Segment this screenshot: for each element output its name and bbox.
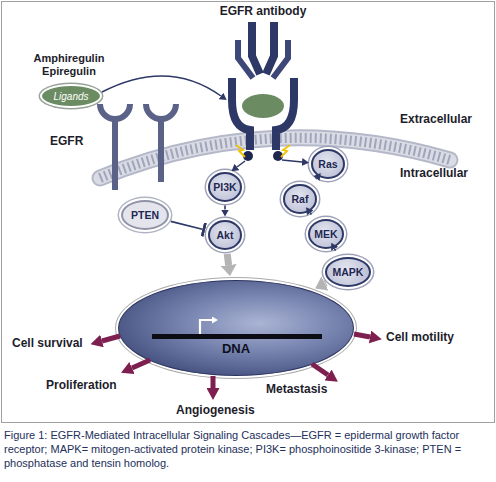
node-text: Ligands	[53, 91, 88, 102]
bound-ligand	[241, 93, 285, 119]
receptor-label: EGFR	[50, 134, 83, 148]
gtpase-circle: Ras	[311, 149, 345, 179]
activation-arrow	[282, 160, 302, 162]
receptor-cap	[146, 104, 176, 119]
node-text: PTEN	[131, 209, 159, 221]
signal-arrow	[325, 280, 326, 288]
figure-caption: Figure 1: EGFR-Mediated Intracellular Si…	[4, 428, 492, 470]
region-label: Extracellular	[400, 112, 472, 126]
signal-arrow	[310, 213, 311, 215]
outcome-label: Proliferation	[46, 378, 117, 392]
signal-arrow	[224, 206, 226, 210]
activation-arrow	[237, 161, 245, 167]
node-text: MAPK	[333, 266, 364, 278]
activation-spark	[281, 145, 290, 157]
outcome-label: Cell survival	[12, 336, 83, 350]
nucleus-ellipse: DNA	[118, 280, 354, 376]
kinase-circle: Raf	[283, 184, 317, 214]
node-text: Raf	[292, 193, 309, 205]
antibody-arm	[273, 40, 288, 78]
figure-frame	[2, 2, 495, 423]
ligand-ellipse: Ligands	[40, 84, 102, 108]
outcome-label: Angiogenesis	[176, 403, 255, 417]
outcome-arrow	[312, 364, 328, 375]
outcome-arrow	[132, 360, 150, 368]
inhibition-connector	[171, 221, 203, 229]
node-text: Ras	[318, 158, 337, 170]
receptor-stem	[158, 118, 164, 182]
outcome-label: Metastasis	[266, 382, 327, 396]
kinase-circle: PI3K	[208, 172, 242, 202]
receptor-stem	[112, 118, 118, 190]
signal-arrow	[227, 254, 228, 265]
signal-arrow	[335, 249, 336, 251]
activation-spark	[236, 145, 245, 157]
kinase-circle: MEK	[308, 219, 344, 249]
outcome-label: Cell motility	[386, 330, 454, 344]
outcome-arrow	[102, 336, 120, 341]
receptor-cap	[100, 104, 130, 119]
node-text: MEK	[314, 228, 337, 240]
region-label: Intracellular	[400, 166, 468, 180]
outcome-arrow	[354, 334, 370, 337]
node-text: Akt	[217, 229, 234, 241]
signal-arrow	[315, 178, 317, 180]
kinase-circle: Akt	[208, 220, 242, 250]
ligand-names: Amphiregulin Epiregulin	[30, 52, 108, 78]
outcome-arrow	[211, 376, 216, 388]
binding-arrow	[102, 76, 221, 96]
kinase-circle: MAPK	[325, 257, 371, 287]
antibody-label: EGFR antibody	[213, 4, 313, 18]
antibody-arm	[238, 40, 253, 78]
antibody-arm	[252, 22, 260, 74]
phosphatase-oval: PTEN	[121, 200, 169, 230]
antibody-arm	[266, 22, 274, 74]
node-text: PI3K	[213, 181, 236, 193]
node-text: DNA	[222, 341, 250, 356]
